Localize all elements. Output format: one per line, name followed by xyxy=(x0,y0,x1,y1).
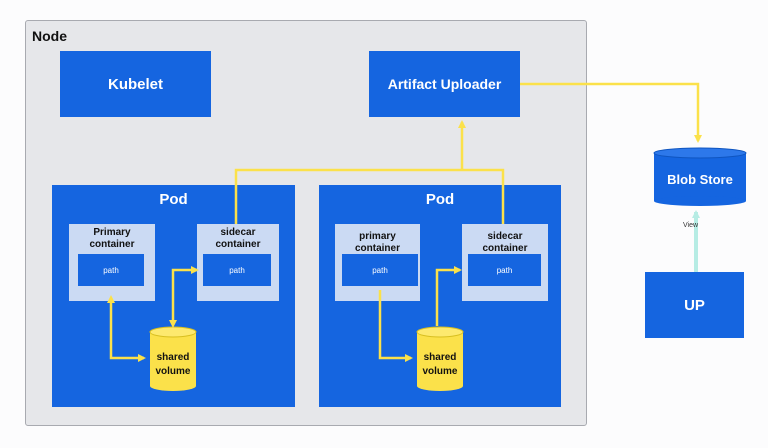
pod-1-volume-line2: volume xyxy=(155,366,191,377)
pod-2-shared-volume-cylinder xyxy=(416,326,464,391)
pod-1-volume-sidecar-arrow xyxy=(169,266,199,328)
kubelet-box: Kubelet xyxy=(60,51,211,117)
pod-2-primary-title-line1: primary xyxy=(359,231,396,242)
sidecars-to-uploader-line xyxy=(234,168,505,224)
pod-1-sidecar-title-line1: sidecar xyxy=(220,227,256,238)
artifact-uploader-label: Artifact Uploader xyxy=(387,76,502,92)
pod-2-primary-path: path xyxy=(342,254,418,286)
up-label: UP xyxy=(684,296,705,314)
pod-1-primary-volume-arrow xyxy=(107,295,146,362)
uploader-to-blob-arrow xyxy=(520,82,702,143)
pod-2-sidecar-title: sidecar container xyxy=(462,231,548,255)
node-label: Node xyxy=(32,28,67,44)
pod-1-primary-title-line1: Primary xyxy=(93,227,131,238)
pod-1-volume-label: shared volume xyxy=(150,351,196,379)
pod-2-volume-sidecar-arrow xyxy=(435,266,462,326)
pod-2-volume-label: shared volume xyxy=(417,351,463,379)
pod-1-primary-path: path xyxy=(78,254,144,286)
pod-1-shared-volume-cylinder xyxy=(149,326,197,391)
pod-2-primary-title-line2: container xyxy=(354,243,400,254)
blob-store-cylinder xyxy=(653,147,747,206)
view-label: View xyxy=(683,222,699,229)
pod-2-sidecar-path: path xyxy=(468,254,541,286)
pod-2-volume-line1: shared xyxy=(423,352,457,363)
pod-1-sidecar-path: path xyxy=(203,254,271,286)
pod-2-primary-title: primary container xyxy=(335,231,420,255)
pod-2-sidecar-title-line1: sidecar xyxy=(487,231,523,242)
pod-2-title: Pod xyxy=(425,191,455,208)
pod-1-primary-title: Primary container xyxy=(69,227,155,251)
pod-1-sidecar-title-line2: container xyxy=(215,239,261,250)
up-box: UP xyxy=(645,272,744,338)
pod-1-sidecar-title: sidecar container xyxy=(197,227,279,251)
kubelet-label: Kubelet xyxy=(107,75,163,93)
pod-1-primary-title-line2: container xyxy=(89,239,135,250)
pod-2-primary-volume-arrow xyxy=(378,290,413,362)
artifact-uploader-box: Artifact Uploader xyxy=(369,51,520,117)
pod-2-volume-line2: volume xyxy=(422,366,458,377)
pod-2-sidecar-title-line2: container xyxy=(482,243,528,254)
pod-1-title: Pod xyxy=(159,191,188,208)
blob-store-label: Blob Store xyxy=(667,172,733,187)
pod-1-volume-line1: shared xyxy=(156,352,190,363)
